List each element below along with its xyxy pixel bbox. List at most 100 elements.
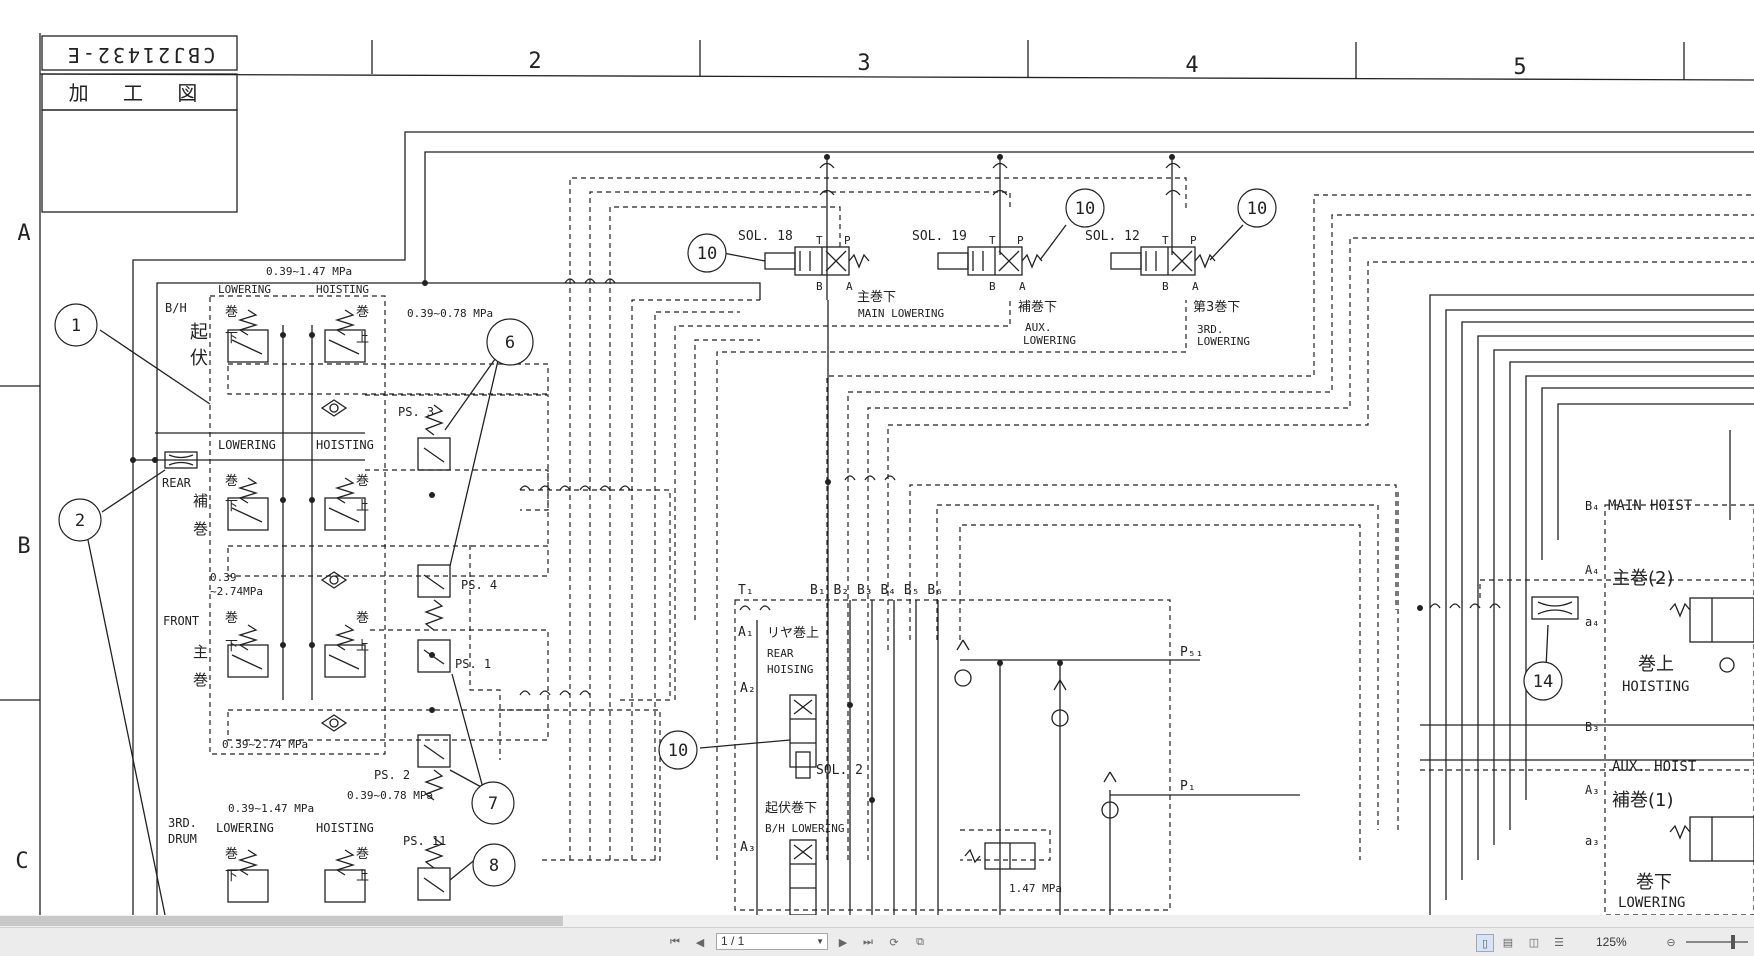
label-pressure-039: 0.39 — [210, 571, 237, 584]
marker-kudari-2: 下 — [225, 499, 238, 514]
label-a2: A₂ — [740, 681, 756, 696]
port-p-12: P — [1190, 234, 1197, 247]
prev-page-icon[interactable]: ◀ — [695, 936, 705, 949]
horizontal-scrollbar[interactable] — [0, 915, 1754, 927]
column-number-2: 2 — [528, 49, 541, 74]
label-third-lowering: LOWERING — [1197, 335, 1250, 348]
label-rear: REAR — [162, 476, 192, 490]
zoom-level[interactable]: 125% — [1596, 935, 1627, 949]
callout-1 — [54, 303, 98, 347]
horizontal-scrollbar-thumb[interactable] — [0, 916, 563, 926]
label-sol18: SOL. 18 — [738, 229, 793, 244]
callout-10-d — [658, 730, 698, 770]
next-page-icon[interactable]: ▶ — [838, 936, 848, 949]
callout-10-c — [1237, 188, 1277, 228]
port-a-19: A — [1019, 280, 1026, 293]
cover-icon[interactable]: ☰ — [1554, 936, 1564, 949]
callout-2 — [58, 498, 102, 542]
drawing-canvas[interactable]: CBJ21432-E 加 工 図 2 3 4 5 A B C 1 2 6 7 8… — [0, 0, 1754, 915]
callout-7 — [471, 781, 515, 825]
label-b-ports: B₁ B₂ B₃ B₄ B₅ B₆ — [810, 583, 943, 598]
label-bh-lowering-jp: 起伏巻下 — [765, 801, 817, 816]
label-bh-kanji-1: 起 — [190, 322, 208, 343]
label-lowering-jp: 巻下 — [1636, 872, 1672, 893]
label-bh: B/H — [165, 301, 187, 315]
callout-6 — [486, 318, 534, 366]
callout-7-label: 7 — [488, 794, 498, 814]
port-t-19: T — [989, 234, 996, 247]
row-letter-b: B — [17, 534, 30, 559]
zoom-slider[interactable] — [1686, 941, 1748, 943]
callout-2-label: 2 — [75, 511, 85, 531]
callout-8 — [472, 843, 516, 887]
label-sol12: SOL. 12 — [1085, 229, 1140, 244]
zoom-out-icon[interactable]: ⊖ — [1666, 936, 1676, 949]
port-a-12: A — [1192, 280, 1199, 293]
viewer-toolbar: ⏮ ◀ 1 / 1 ▼ ▶ ⏭ ⟳ ⧉ ▯ ▤ ◫ ☰ 125% ⊖ — [0, 927, 1754, 956]
label-a3-right: A₃ — [1585, 783, 1599, 797]
label-b3: B₃ — [1585, 720, 1599, 734]
column-number-3: 3 — [857, 51, 870, 76]
label-front: FRONT — [163, 614, 199, 628]
label-pressure-039-147-b: 0.39~1.47 MPa — [228, 802, 314, 815]
label-front-kanji-2: 巻 — [193, 671, 208, 689]
callout-10-b — [1065, 188, 1105, 228]
label-t1: T₁ — [738, 583, 754, 598]
label-ps1: PS. 1 — [455, 657, 491, 671]
label-aux-hoist: AUX. HOIST — [1612, 759, 1697, 775]
rotate-icon[interactable]: ⟳ — [889, 936, 899, 949]
port-a-18: A — [846, 280, 853, 293]
label-pressure-274: ~2.74MPa — [210, 585, 263, 598]
label-a4: A₄ — [1585, 563, 1599, 577]
label-a4-small: a₄ — [1585, 615, 1599, 629]
marker-maki-2: 巻 — [356, 305, 369, 320]
label-third-drum-2: DRUM — [168, 832, 197, 846]
fit-icon[interactable]: ⧉ — [916, 935, 924, 948]
chevron-down-icon[interactable]: ▼ — [816, 937, 824, 946]
column-number-5: 5 — [1513, 55, 1526, 80]
label-sol19: SOL. 19 — [912, 229, 967, 244]
hydraulic-schematic: CBJ21432-E 加 工 図 2 3 4 5 A B C 1 2 6 7 8… — [0, 33, 1754, 915]
two-page-icon[interactable]: ◫ — [1528, 936, 1540, 949]
label-pressure-147: 1.47 MPa — [1009, 882, 1062, 895]
last-page-icon[interactable]: ⏭ — [863, 935, 873, 948]
port-t-18: T — [816, 234, 823, 247]
label-lowering-en: LOWERING — [1618, 895, 1685, 911]
first-page-icon[interactable]: ⏮ — [670, 935, 680, 948]
label-sol2: SOL. 2 — [816, 763, 863, 778]
marker-nobori-2: 上 — [356, 499, 369, 514]
single-page-icon[interactable]: ▯ — [1476, 934, 1494, 952]
callout-10-a — [687, 233, 727, 273]
label-third: 3RD. — [1197, 323, 1224, 336]
marker-maki-3: 巻 — [225, 474, 238, 489]
label-bh-lowering: B/H LOWERING — [765, 822, 844, 835]
label-bh-kanji-2: 伏 — [190, 348, 208, 369]
label-rear-hoisting-jp: リヤ巻上 — [767, 626, 819, 641]
label-hoisting-mid: HOISTING — [316, 438, 374, 452]
label-hoisting-third: HOISTING — [316, 821, 374, 835]
callout-1-label: 1 — [71, 316, 81, 336]
label-main-hoist: MAIN HOIST — [1608, 498, 1693, 514]
continuous-icon[interactable]: ▤ — [1502, 936, 1514, 949]
marker-maki-1: 巻 — [225, 305, 238, 320]
row-letter-c: C — [15, 849, 28, 874]
port-p-19: P — [1017, 234, 1024, 247]
callout-10-b-label: 10 — [1075, 199, 1095, 219]
label-main-lowering: MAIN LOWERING — [858, 307, 944, 320]
label-pressure-039-274: 0.39~2.74 MPa — [222, 738, 308, 751]
callout-14 — [1523, 661, 1563, 701]
label-pressure-039-147: 0.39~1.47 MPa — [266, 265, 352, 278]
page-number-input[interactable]: 1 / 1 ▼ — [716, 933, 828, 950]
marker-maki-4: 巻 — [356, 474, 369, 489]
label-b4: B₄ — [1585, 499, 1599, 513]
callout-10-a-label: 10 — [697, 244, 717, 264]
zoom-slider-handle[interactable] — [1731, 935, 1735, 949]
port-b-18: B — [816, 280, 823, 293]
marker-nobori-3: 上 — [356, 639, 369, 654]
label-main-lowering-jp: 主巻下 — [857, 290, 896, 305]
label-rear-kanji-2: 巻 — [193, 520, 208, 538]
marker-maki-6: 巻 — [356, 611, 369, 626]
page-indicator-text: 1 / 1 — [721, 934, 745, 948]
marker-kudari-1: 下 — [225, 331, 238, 346]
row-letter-a: A — [17, 221, 30, 246]
